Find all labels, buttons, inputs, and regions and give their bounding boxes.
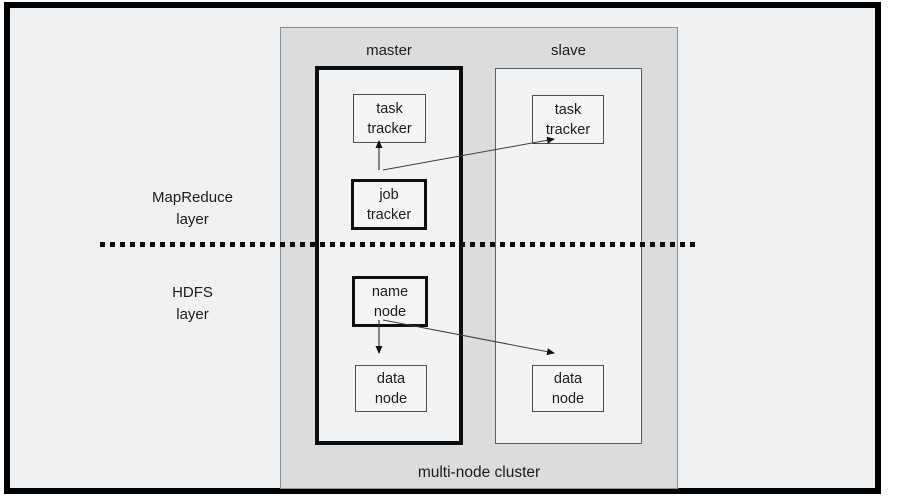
master-task-tracker-line2: tracker <box>367 120 412 137</box>
slave-task-tracker-line2: tracker <box>545 121 591 138</box>
master-column-label: master <box>366 42 412 59</box>
mapreduce-layer-line2: layer <box>176 211 209 228</box>
hdfs-layer-label: HDFS layer <box>105 282 280 326</box>
master-job-tracker-line2: tracker <box>366 206 412 223</box>
slave-column-label: slave <box>550 42 587 59</box>
cluster-caption: multi-node cluster <box>417 464 541 481</box>
master-name-node-box: name node <box>352 276 428 327</box>
slave-data-node-box: data node <box>532 365 604 412</box>
master-data-node-line2: node <box>374 390 408 407</box>
master-task-tracker-box: task tracker <box>353 94 426 143</box>
hdfs-layer-line2: layer <box>176 306 209 323</box>
slave-task-tracker-box: task tracker <box>532 95 604 144</box>
master-data-node-box: data node <box>355 365 427 412</box>
master-job-tracker-line1: job <box>379 186 399 203</box>
master-job-tracker-box: job tracker <box>351 179 427 230</box>
slave-data-node-line2: node <box>551 390 585 407</box>
mapreduce-layer-label: MapReduce layer <box>105 187 280 231</box>
master-name-node-line2: node <box>373 303 407 320</box>
mapreduce-layer-line1: MapReduce <box>152 189 233 206</box>
hdfs-layer-line1: HDFS <box>172 284 213 301</box>
master-name-node-line1: name <box>371 283 409 300</box>
diagram-frame: MapReduce layer HDFS layer master slave … <box>4 2 881 494</box>
slave-task-tracker-line1: task <box>554 101 582 118</box>
master-data-node-line1: data <box>376 370 406 387</box>
slave-data-node-line1: data <box>553 370 583 387</box>
master-task-tracker-line1: task <box>376 100 403 117</box>
layer-divider-dotted-line <box>100 242 700 247</box>
